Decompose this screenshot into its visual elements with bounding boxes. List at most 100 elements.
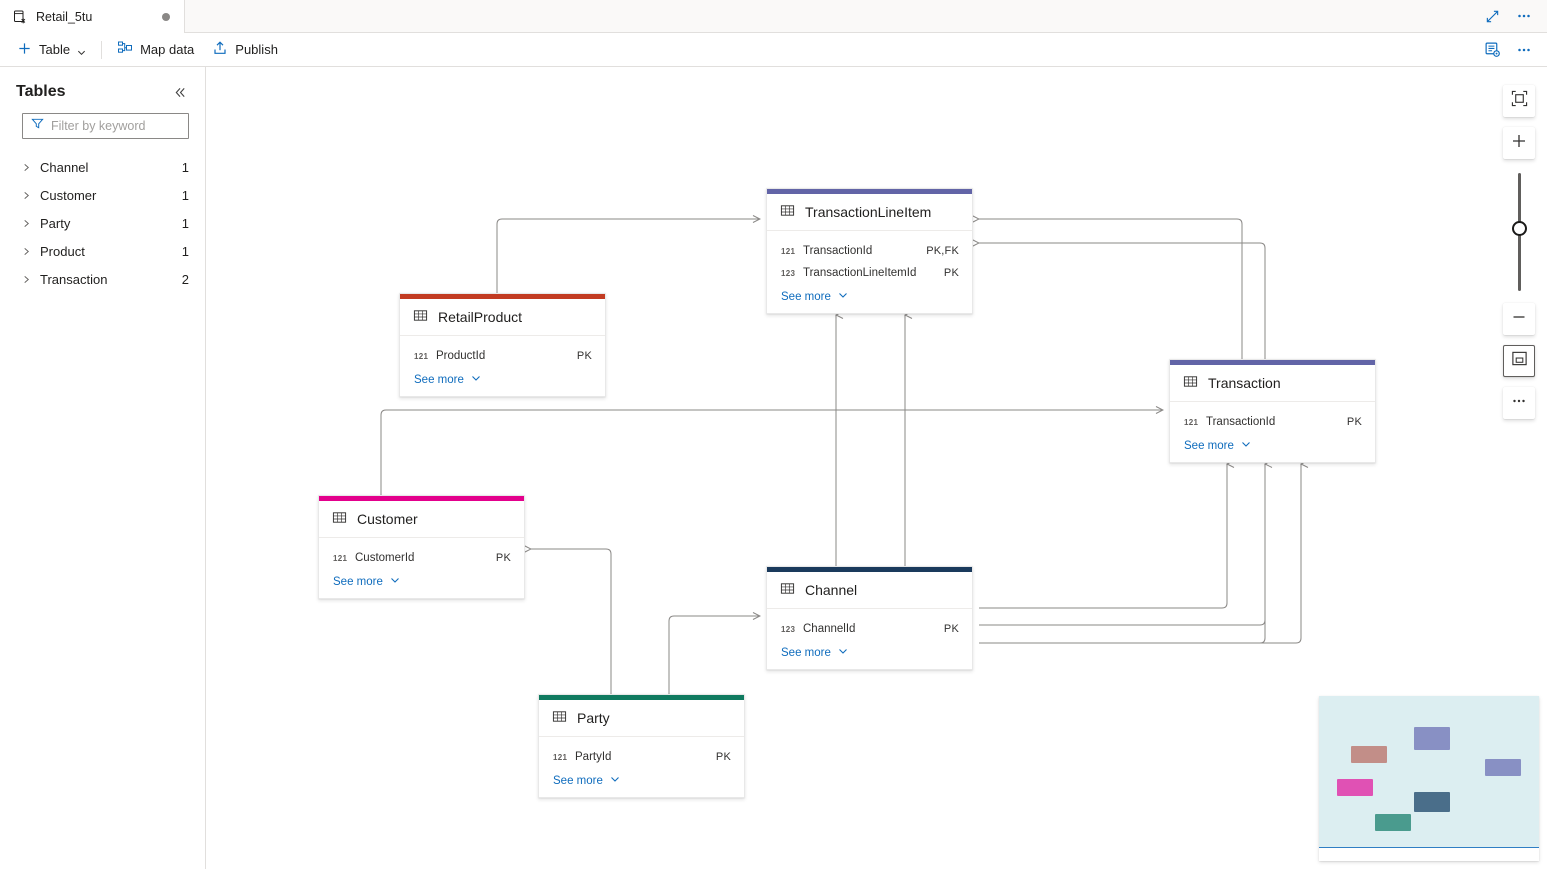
see-more-button[interactable]: See more (767, 640, 972, 661)
sidebar-item-party[interactable]: Party 1 (0, 209, 205, 237)
see-more-button[interactable]: See more (539, 768, 744, 789)
map-data-button[interactable]: Map data (108, 36, 203, 64)
minimap-node (1351, 746, 1387, 763)
minimap-node (1337, 779, 1373, 796)
table-grid-icon (413, 308, 428, 326)
entity-card-retailproduct[interactable]: RetailProduct 121 ProductId PK See more (399, 293, 606, 397)
list-settings-icon[interactable] (1477, 36, 1507, 64)
entity-header: Channel (767, 572, 972, 609)
tab-bar: Retail_5tu (0, 0, 1547, 33)
entity-fields: 121 TransactionId PK See more (1170, 402, 1375, 462)
sidebar-title: Tables (16, 83, 66, 100)
filter-container (0, 113, 205, 145)
field-row[interactable]: 121 CustomerId PK (319, 547, 524, 569)
add-table-button[interactable]: Table (8, 36, 95, 64)
chevron-down-icon (471, 373, 481, 386)
entity-name: Party (577, 710, 610, 726)
publish-button[interactable]: Publish (203, 36, 287, 64)
sidebar-item-customer[interactable]: Customer 1 (0, 181, 205, 209)
field-row[interactable]: 123 TransactionLineItemId PK (767, 262, 972, 284)
chevron-right-icon[interactable] (18, 247, 34, 256)
see-more-label: See more (553, 774, 603, 787)
sidebar-item-label: Party (40, 215, 71, 231)
entity-card-channel[interactable]: Channel 123 ChannelId PK See more (766, 566, 973, 670)
chevron-right-icon[interactable] (18, 219, 34, 228)
sidebar-item-product[interactable]: Product 1 (0, 237, 205, 265)
sidebar-item-count: 1 (181, 243, 189, 259)
entity-card-party[interactable]: Party 121 PartyId PK See more (538, 694, 745, 798)
minimap-node (1375, 814, 1411, 831)
table-grid-icon (1183, 374, 1198, 392)
filter-box[interactable] (22, 113, 189, 139)
tables-tree: Channel 1 Customer 1 Party 1 (0, 145, 205, 293)
chevron-down-icon (838, 290, 848, 303)
field-name: CustomerId (355, 552, 415, 564)
field-row[interactable]: 121 TransactionId PK,FK (767, 240, 972, 262)
sidebar-item-count: 1 (181, 215, 189, 231)
filter-input[interactable] (51, 119, 180, 133)
see-more-button[interactable]: See more (767, 284, 972, 305)
entity-header: Customer (319, 501, 524, 538)
see-more-button[interactable]: See more (319, 569, 524, 590)
sidebar-item-count: 1 (181, 187, 189, 203)
zoom-slider-thumb[interactable] (1511, 221, 1527, 236)
entity-card-customer[interactable]: Customer 121 CustomerId PK See more (318, 495, 525, 599)
entity-header: TransactionLineItem (767, 194, 972, 231)
entity-fields: 121 ProductId PK See more (400, 336, 605, 396)
entity-accent-bar (400, 294, 605, 299)
entity-header: RetailProduct (400, 299, 605, 336)
table-grid-icon (552, 709, 567, 727)
sidebar-item-channel[interactable]: Channel 1 (0, 153, 205, 181)
field-row[interactable]: 123 ChannelId PK (767, 618, 972, 640)
canvas-overflow-button[interactable] (1503, 387, 1535, 419)
entity-card-transactionlineitem[interactable]: TransactionLineItem 121 TransactionId PK… (766, 188, 973, 314)
map-data-label: Map data (140, 42, 195, 57)
field-key-badge: PK,FK (926, 245, 959, 257)
ellipsis-icon (1511, 393, 1527, 414)
field-type-icon: 123 (781, 624, 796, 634)
entity-accent-bar (1170, 360, 1375, 365)
chevron-double-left-icon[interactable] (169, 81, 191, 103)
field-name: TransactionId (803, 245, 873, 257)
field-key-badge: PK (576, 350, 592, 362)
table-grid-icon (780, 203, 795, 221)
sidebar-item-transaction[interactable]: Transaction 2 (0, 265, 205, 293)
field-row[interactable]: 121 TransactionId PK (1170, 411, 1375, 433)
entity-name: Customer (357, 511, 418, 527)
sidebar-item-label: Customer (40, 187, 97, 203)
entity-fields: 121 TransactionId PK,FK 123 TransactionL… (767, 231, 972, 313)
tab-bar-actions (1477, 0, 1547, 32)
field-name: ProductId (436, 350, 486, 362)
tab-retail[interactable]: Retail_5tu (0, 0, 185, 33)
fit-to-screen-button[interactable] (1503, 85, 1535, 117)
chevron-right-icon[interactable] (18, 275, 34, 284)
sidebar-item-label: Transaction (40, 271, 108, 287)
relationship-edges (380, 67, 1547, 694)
field-row[interactable]: 121 ProductId PK (400, 345, 605, 367)
minimap-panel[interactable] (1319, 696, 1539, 861)
field-key-badge: PK (943, 623, 959, 635)
tab-overflow-ellipsis-icon[interactable] (1509, 2, 1539, 30)
zoom-in-button[interactable] (1503, 127, 1535, 159)
expand-diagonal-icon[interactable] (1477, 2, 1507, 30)
see-more-button[interactable]: See more (400, 367, 605, 388)
chevron-right-icon[interactable] (18, 163, 34, 172)
field-row[interactable]: 121 PartyId PK (539, 746, 744, 768)
field-key-badge: PK (1346, 416, 1362, 428)
command-overflow-ellipsis-icon[interactable] (1509, 36, 1539, 64)
zoom-out-button[interactable] (1503, 303, 1535, 335)
plus-icon (1511, 133, 1527, 154)
diagram-canvas[interactable]: TransactionLineItem 121 TransactionId PK… (207, 67, 1547, 869)
minimap-toggle-button[interactable] (1503, 345, 1535, 377)
zoom-slider[interactable] (1503, 169, 1535, 295)
field-key-badge: PK (943, 267, 959, 279)
database-add-icon (12, 9, 28, 25)
entity-card-transaction[interactable]: Transaction 121 TransactionId PK See mor… (1169, 359, 1376, 463)
chevron-right-icon[interactable] (18, 191, 34, 200)
minimap-viewport[interactable] (1319, 696, 1539, 848)
see-more-button[interactable]: See more (1170, 433, 1375, 454)
table-grid-icon (780, 581, 795, 599)
publish-upload-icon (212, 40, 228, 59)
see-more-label: See more (781, 646, 831, 659)
